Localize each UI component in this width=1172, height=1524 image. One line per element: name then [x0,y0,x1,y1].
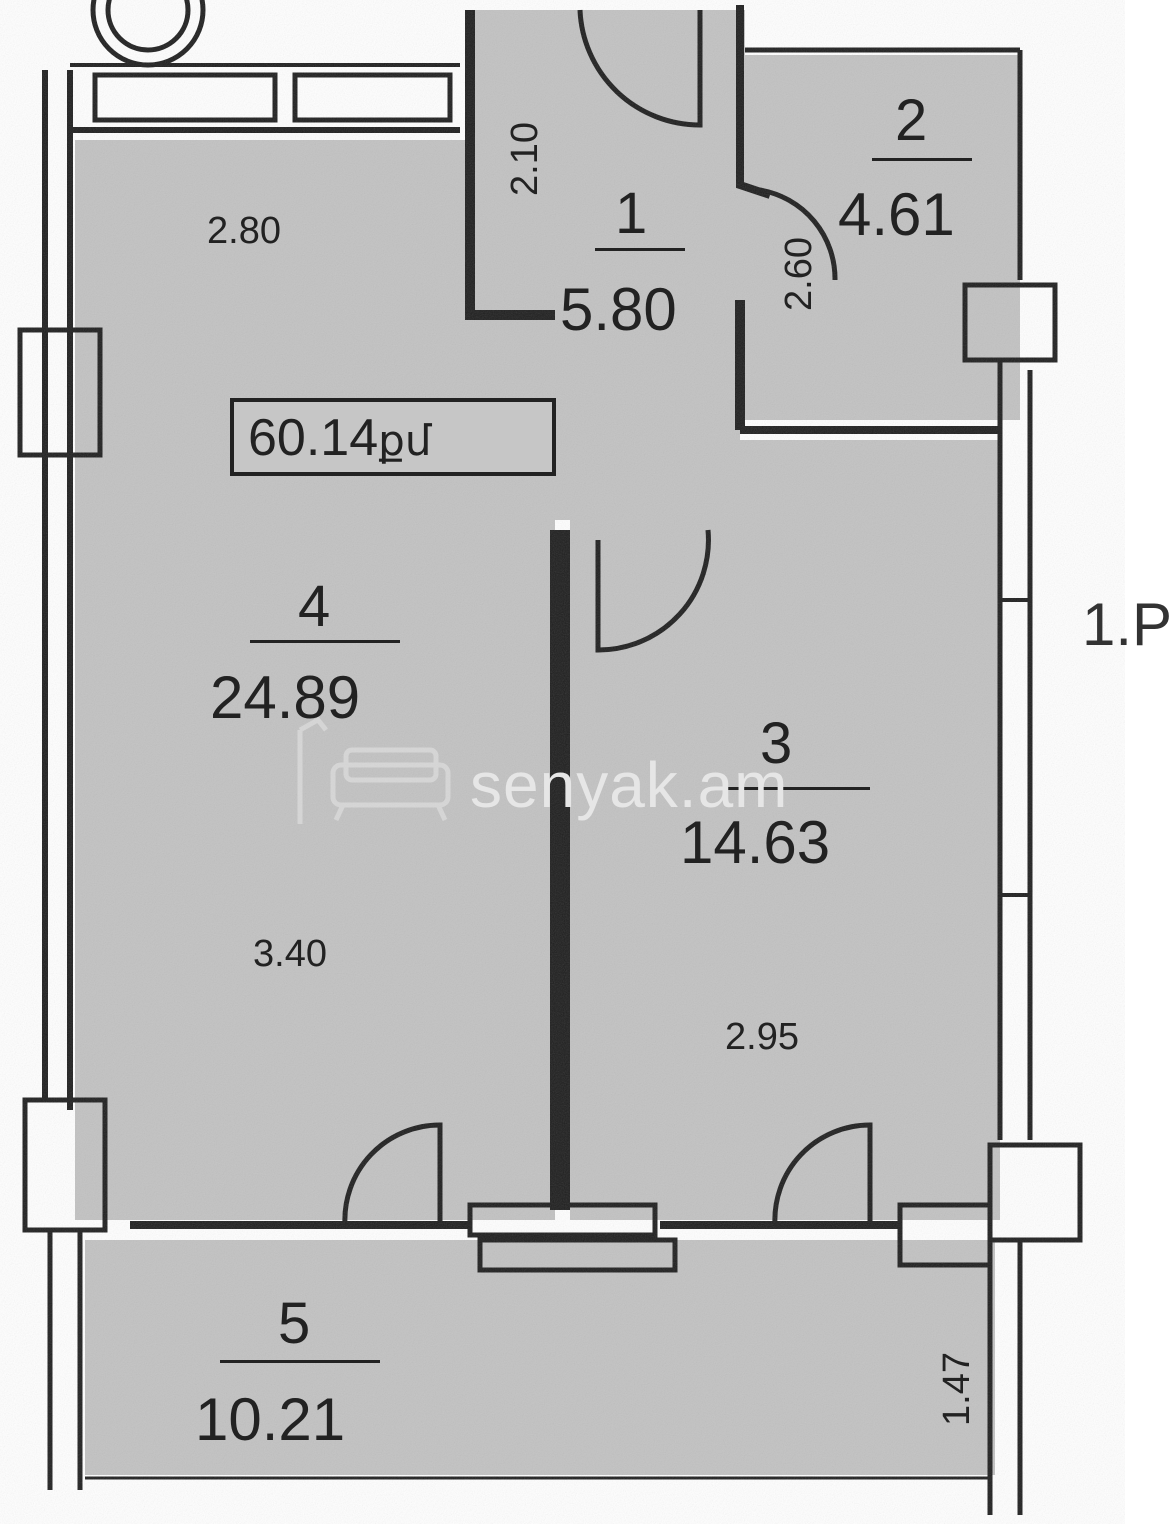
room-5-dimension: 1.47 [935,1352,978,1426]
room-2-dimension: 2.60 [777,237,820,311]
room-2-number: 2 [895,88,928,153]
room-5-divider [220,1360,380,1363]
room-5-number: 5 [278,1291,311,1356]
room-1-number: 1 [615,181,648,246]
room-1-area: 5.80 [560,276,677,343]
room-3-number: 3 [760,711,793,776]
room-4-number: 4 [298,574,331,639]
room-4-width-dimension: 2.80 [207,210,281,252]
room-5-area: 10.21 [195,1386,346,1453]
floor-plan [0,0,1125,1524]
total-area-box [230,398,556,476]
total-area-unit: քմ [378,417,432,464]
room-3-divider [715,787,870,790]
room-3-dimension: 2.95 [725,1016,799,1058]
total-area-value: 60.14 [248,409,379,467]
room-3-area: 14.63 [680,809,831,876]
room-4-length-dimension: 3.40 [253,933,327,975]
total-area-label: 60.14քմ [248,408,431,468]
room-1-dimension: 2.10 [503,122,546,196]
watermark-logo [297,716,451,824]
paper-grain [0,0,1125,1524]
watermark-text: senyak.am [470,749,789,821]
room-2-divider [872,158,972,161]
room-1-divider [595,248,685,251]
room-4-divider [250,640,400,643]
side-fragment-label: 1.P [1082,591,1172,658]
room-4-area: 24.89 [210,664,361,731]
room-2-area: 4.61 [838,181,955,248]
